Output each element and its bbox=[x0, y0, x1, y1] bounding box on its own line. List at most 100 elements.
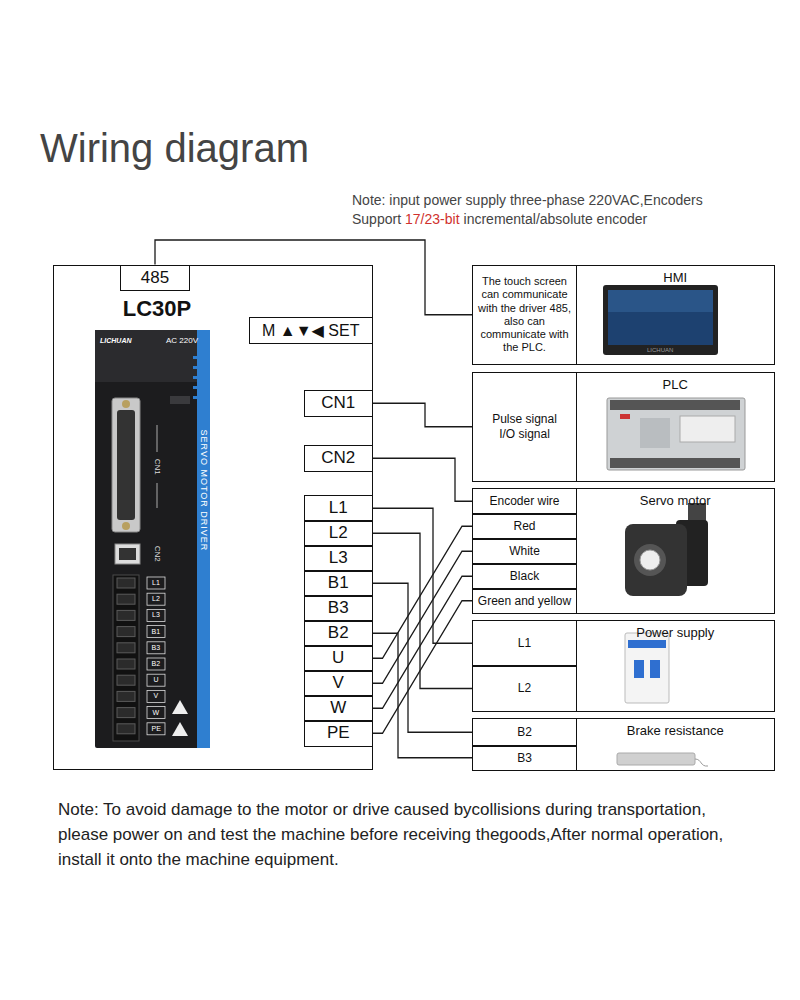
note-highlight: 17/23-bit bbox=[405, 211, 459, 228]
terminal-box: B3 bbox=[304, 595, 373, 622]
terminal-slots bbox=[117, 578, 135, 734]
terminal-box: B1 bbox=[304, 570, 373, 597]
box-label: L3 bbox=[329, 548, 348, 568]
led-tick bbox=[193, 356, 198, 359]
panel-line bbox=[157, 425, 158, 452]
terminal-slot bbox=[117, 610, 135, 620]
product-name: SERVO MOTOR DRIVER bbox=[198, 429, 209, 551]
label-frame bbox=[147, 690, 165, 702]
motor-boss bbox=[634, 544, 666, 576]
terminal-label-frames bbox=[147, 577, 165, 735]
box-label: CN2 bbox=[321, 448, 355, 468]
wire-connector bbox=[373, 458, 473, 501]
terminal-label: V bbox=[154, 692, 159, 700]
wire-cell: B2 bbox=[472, 718, 577, 747]
box-label: L1 bbox=[329, 498, 348, 518]
terminal-box: W bbox=[304, 695, 373, 722]
drive-stripe bbox=[197, 330, 210, 748]
box-label: The touch screen can communicate with th… bbox=[477, 275, 572, 354]
terminal-label: PE bbox=[152, 725, 161, 733]
terminal-slot bbox=[117, 643, 135, 653]
box-label: B1 bbox=[328, 573, 349, 593]
label-frame bbox=[147, 593, 165, 605]
usb-socket bbox=[119, 548, 136, 560]
port-box: CN2 bbox=[304, 445, 373, 472]
db-socket bbox=[117, 410, 135, 520]
wire-connector bbox=[373, 508, 473, 643]
breaker-strip bbox=[628, 640, 666, 648]
terminal-box: L1 bbox=[304, 495, 373, 522]
wire-cell: B3 bbox=[472, 745, 577, 771]
plc-cover bbox=[640, 418, 670, 448]
wire-connector bbox=[155, 240, 472, 315]
hmi-picture bbox=[603, 285, 718, 355]
box-label: Black bbox=[510, 569, 539, 583]
box-label: Brake resistance bbox=[627, 723, 724, 739]
plc-terminals bbox=[610, 400, 740, 410]
box-label: Encoder wire bbox=[489, 494, 559, 508]
brand-logo: LICHUAN bbox=[100, 337, 132, 345]
wire-cell: Black bbox=[472, 563, 577, 590]
box-label: B3 bbox=[328, 598, 349, 618]
box-label: PLC bbox=[663, 377, 688, 393]
screen-glare bbox=[608, 290, 713, 312]
box-label: L2 bbox=[518, 681, 531, 695]
wire-cell: Green and yellow bbox=[472, 588, 577, 614]
breaker-picture bbox=[625, 633, 669, 703]
wire-connector bbox=[373, 633, 473, 758]
resistor-lead bbox=[695, 759, 708, 766]
led-tick bbox=[193, 386, 198, 389]
wire-connector bbox=[373, 551, 473, 683]
connector-screw bbox=[122, 400, 130, 408]
box-label: Green and yellow bbox=[478, 594, 571, 608]
port-box: 485 bbox=[120, 265, 190, 292]
box-label: PE bbox=[327, 723, 350, 743]
servo-drive-photo bbox=[95, 330, 210, 748]
terminal-slot bbox=[117, 627, 135, 637]
wire-connector bbox=[373, 403, 473, 427]
footer-note: Note: To avoid damage to the motor or dr… bbox=[58, 797, 758, 872]
device-box: Power supply bbox=[576, 620, 776, 712]
terminal-box: U bbox=[304, 645, 373, 672]
wire-cell: Encoder wire bbox=[472, 488, 577, 515]
terminal-block bbox=[113, 575, 139, 741]
monitor-screen bbox=[608, 290, 713, 345]
plc-body bbox=[607, 398, 745, 470]
description-box: The touch screen can communicate with th… bbox=[472, 265, 577, 365]
terminal-slot bbox=[117, 691, 135, 701]
box-label: HMI bbox=[663, 270, 687, 286]
description-box: Pulse signal I/O signal bbox=[472, 372, 577, 482]
wire-connector bbox=[373, 533, 473, 688]
terminal-box: B2 bbox=[304, 620, 373, 647]
servo-motor-picture bbox=[625, 503, 708, 596]
label-frame bbox=[147, 707, 165, 719]
note-text: incremental/absolute encoder bbox=[464, 211, 648, 228]
usb-connector bbox=[115, 544, 140, 564]
note-text: Note: input power supply three-phase 220… bbox=[352, 192, 703, 209]
terminal-label: B2 bbox=[152, 660, 161, 668]
label-frame bbox=[147, 674, 165, 686]
terminal-slot bbox=[117, 708, 135, 718]
terminal-box: PE bbox=[304, 720, 373, 747]
box-label: White bbox=[509, 544, 540, 558]
box-label: Red bbox=[513, 519, 535, 533]
warning-symbol bbox=[172, 700, 188, 714]
terminal-label: L2 bbox=[152, 595, 160, 603]
box-label: CN1 bbox=[321, 393, 355, 413]
terminal-slot bbox=[117, 675, 135, 685]
led-tick bbox=[193, 376, 198, 379]
box-label: B2 bbox=[328, 623, 349, 643]
terminal-box: L3 bbox=[304, 545, 373, 572]
terminal-slot bbox=[117, 594, 135, 604]
label-frame bbox=[147, 577, 165, 589]
wire-connector bbox=[373, 583, 473, 732]
box-label: Pulse signal I/O signal bbox=[488, 412, 562, 441]
terminal-slot bbox=[117, 724, 135, 734]
terminal-box: V bbox=[304, 670, 373, 697]
device-box: Brake resistance bbox=[576, 718, 776, 771]
keypad-box: M ▲▼◀ SET bbox=[249, 317, 373, 344]
label-frame bbox=[147, 658, 165, 670]
monitor-frame bbox=[603, 285, 718, 355]
led-tick bbox=[193, 366, 198, 369]
